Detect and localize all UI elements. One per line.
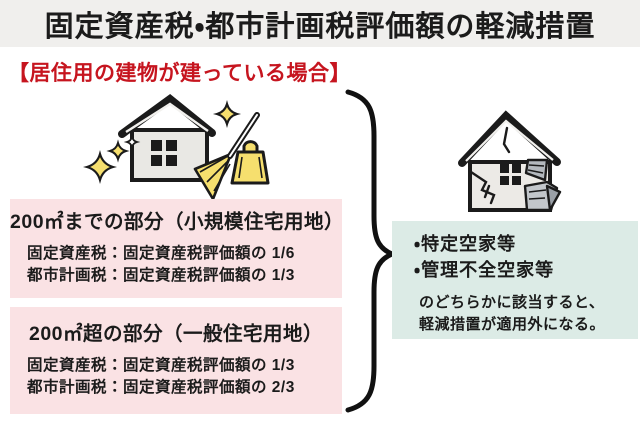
sparkle-icons xyxy=(83,99,242,184)
exclusion-note-line-1: のどちらかに該当すると、 xyxy=(419,294,605,311)
exclusion-note: のどちらかに該当すると、 軽減措置が適用外になる。 xyxy=(414,292,638,335)
damaged-house-icon xyxy=(458,110,562,212)
dustpan-icon xyxy=(230,140,270,185)
house-roof xyxy=(118,93,216,138)
broom-icon xyxy=(193,112,260,201)
broken-wall-sections xyxy=(523,158,562,212)
clean-house-icon xyxy=(83,93,270,201)
city-planning-tax-rate: 都市計画税：固定資産税評価額の 2/3 xyxy=(27,379,295,396)
house-roof-highlight xyxy=(465,119,554,162)
poorly-managed-vacant-house-item: ・管理不全空家等 xyxy=(414,260,555,280)
condition-heading: 【居住用の建物が建っている場合】 xyxy=(8,62,351,85)
page-title: 固定資産税・都市計画税評価額の軽減措置 xyxy=(44,10,596,43)
small-residential-land-box: 200㎡までの部分（小規模住宅用地） 固定資産税：固定資産税評価額の 1/6 都… xyxy=(10,199,345,298)
crack-lines xyxy=(469,126,511,205)
house-roof xyxy=(458,110,561,167)
city-planning-tax-rate: 都市計画税：固定資産税評価額の 1/3 xyxy=(27,267,295,284)
curly-brace-icon xyxy=(345,89,398,413)
house-window xyxy=(151,140,177,166)
small-residential-land-heading: 200㎡までの部分（小規模住宅用地） xyxy=(10,211,345,233)
house-roof-highlight xyxy=(125,102,209,134)
general-residential-land-heading: 200㎡超の部分（一般住宅用地） xyxy=(28,323,324,345)
specified-vacant-house-item: ・特定空家等 xyxy=(414,234,517,254)
exclusion-box: ・特定空家等 ・管理不全空家等 のどちらかに該当すると、 軽減措置が適用外になる… xyxy=(392,221,638,339)
fixed-asset-tax-rate: 固定資産税：固定資産税評価額の 1/3 xyxy=(27,357,295,374)
general-residential-land-rates: 固定資産税：固定資産税評価額の 1/3 都市計画税：固定資産税評価額の 2/3 xyxy=(10,355,342,399)
house-window xyxy=(500,164,521,185)
house-body xyxy=(130,128,209,182)
general-residential-land-box: 200㎡超の部分（一般住宅用地） 固定資産税：固定資産税評価額の 1/3 都市計… xyxy=(10,307,342,414)
exclusion-note-line-2: 軽減措置が適用外になる。 xyxy=(419,315,606,333)
fixed-asset-tax-rate: 固定資産税：固定資産税評価額の 1/6 xyxy=(27,245,295,262)
title-bar: 固定資産税・都市計画税評価額の軽減措置 xyxy=(0,0,640,47)
small-residential-land-rates: 固定資産税：固定資産税評価額の 1/6 都市計画税：固定資産税評価額の 1/3 xyxy=(10,243,342,287)
